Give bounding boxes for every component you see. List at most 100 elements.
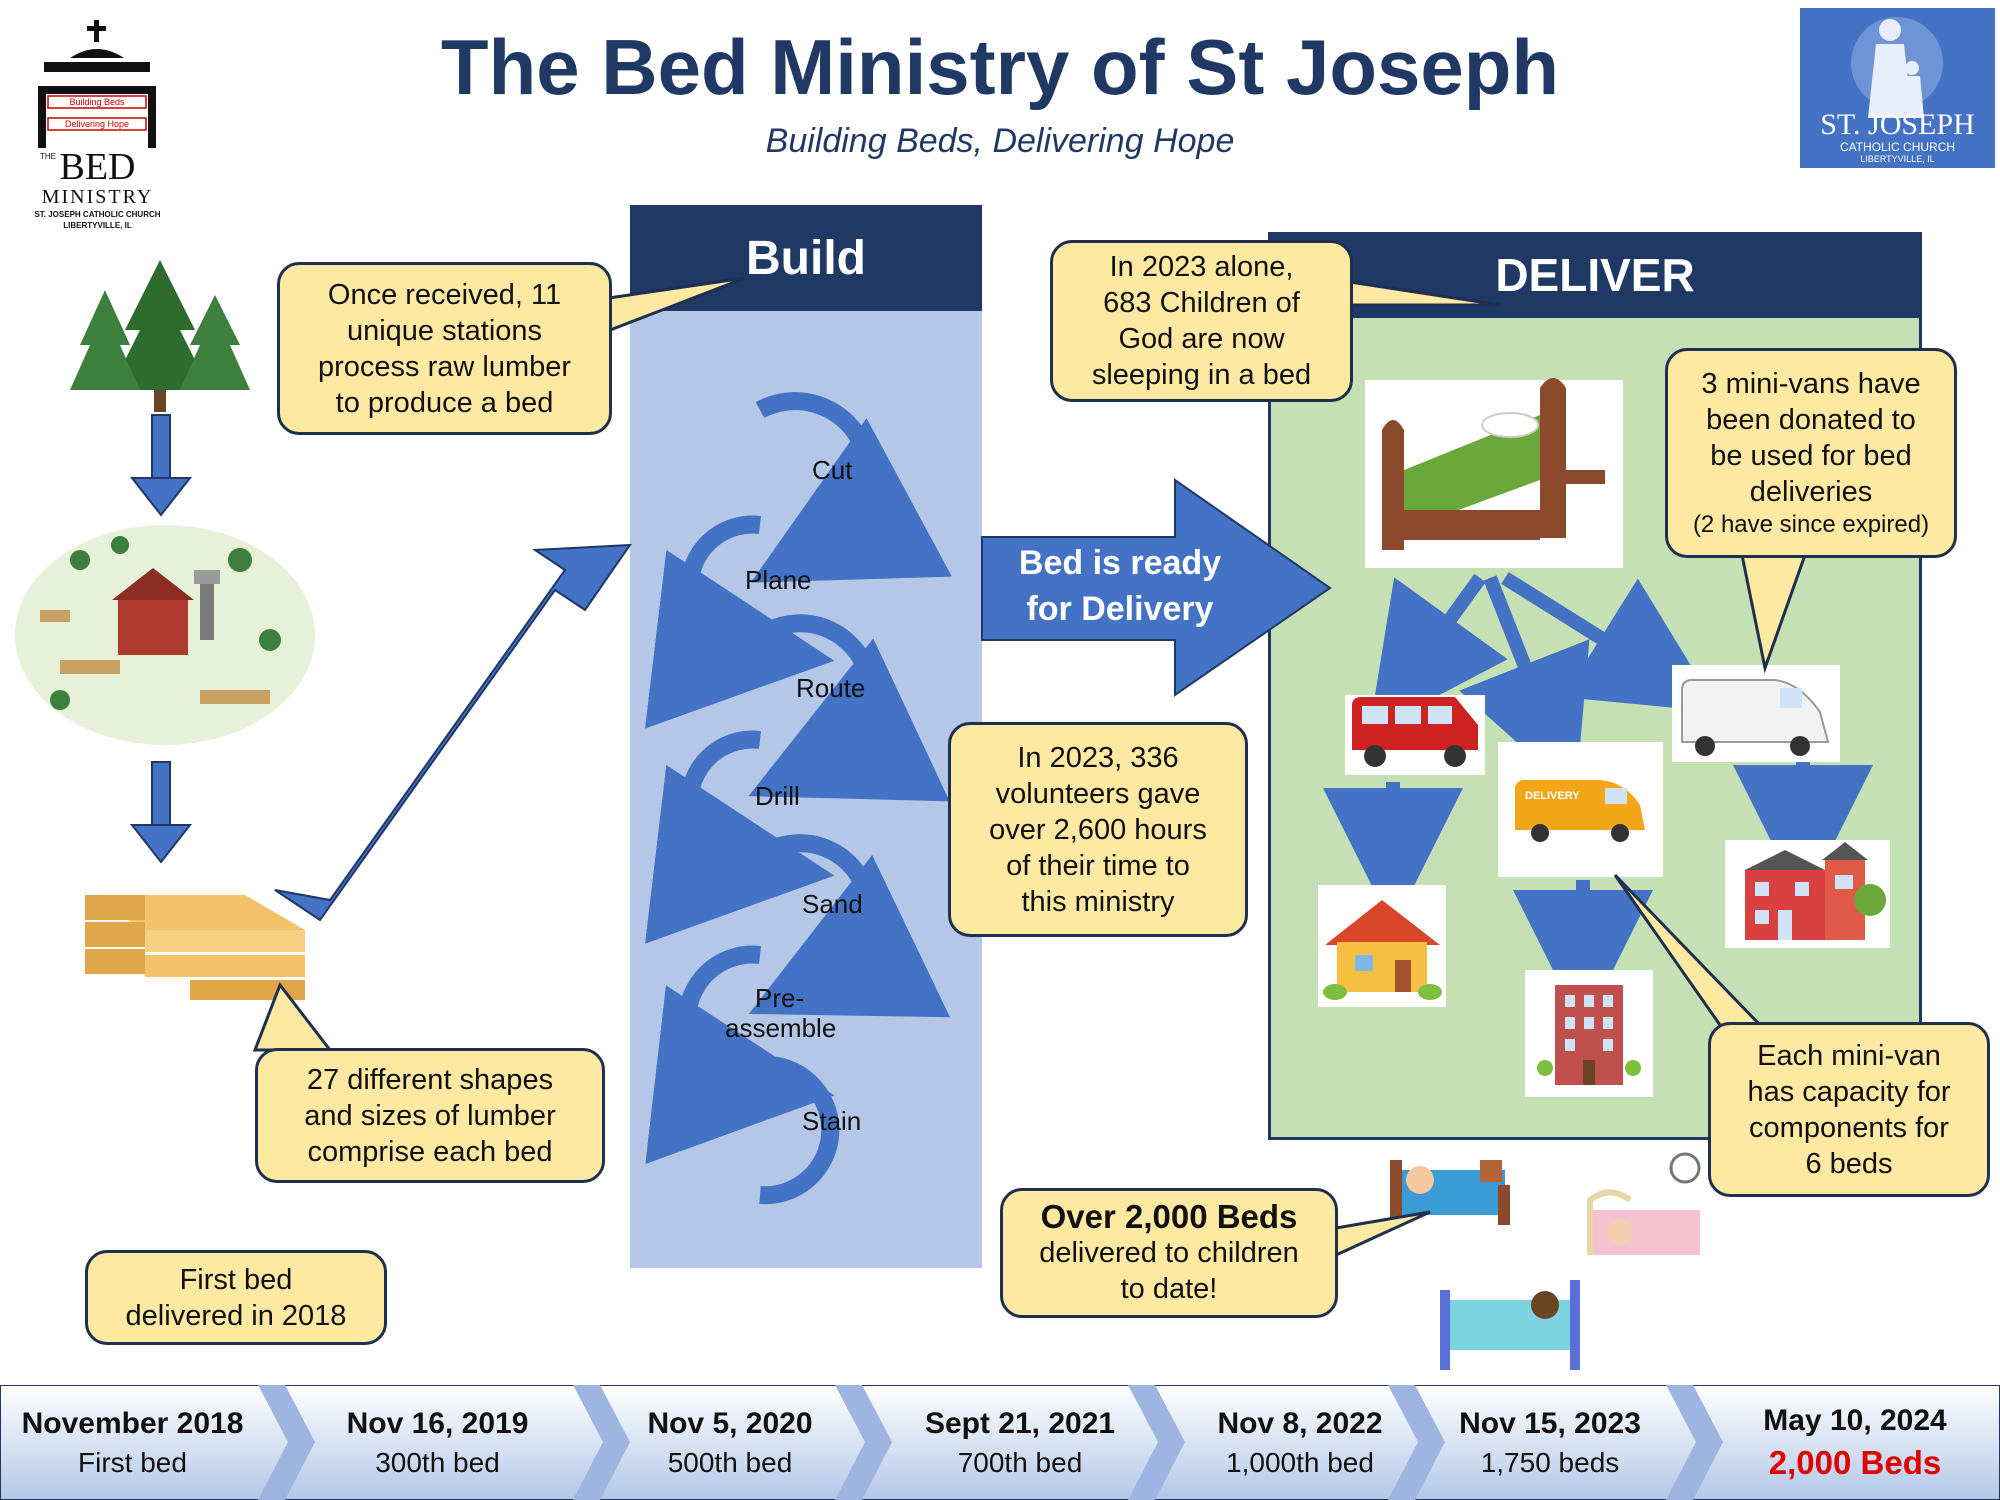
step-pre-assemble-2: assemble (725, 1013, 837, 1043)
timeline-item-2022: Nov 8, 2022 1,000th bed (1170, 1385, 1430, 1500)
timeline-date: November 2018 (21, 1406, 244, 1440)
logo-bed: BED (59, 146, 136, 188)
shapes-line-1: 27 different shapes (306, 1063, 554, 1096)
children-line-3: God are now (1118, 323, 1285, 355)
timeline-label: 1,000th bed (1226, 1446, 1374, 1478)
bed-ready-line-1: Bed is ready (1018, 544, 1222, 582)
volunteers-line-5: this ministry (1021, 885, 1175, 918)
down-arrow-mill-to-lumber (129, 761, 193, 864)
step-drill: Drill (755, 781, 800, 811)
st-joseph-figure-icon (1851, 17, 1943, 118)
volunteers-callout: In 2023, 336 volunteers gave over 2,600 … (948, 722, 1248, 937)
capacity-line-3: components for (1749, 1111, 1949, 1144)
volunteers-line-4: of their time to (1006, 849, 1190, 882)
stations-callout: Once received, 11 unique stations proces… (277, 262, 612, 435)
bed-ministry-logo: Building Beds Delivering Hope THE BED MI… (30, 18, 165, 238)
volunteers-line-3: over 2,600 hours (989, 813, 1207, 846)
pine-trees-icon (70, 260, 250, 412)
lumber-mill-icon (15, 525, 315, 745)
lumber-shapes-callout: 27 different shapes and sizes of lumber … (255, 1048, 605, 1183)
timeline-item-2019: Nov 16, 2019 300th bed (305, 1385, 570, 1500)
timeline-label: First bed (78, 1446, 187, 1478)
sleeping-baby-icon (1587, 1152, 1701, 1255)
logo-place: LIBERTYVILLE, IL (63, 221, 132, 230)
capacity-line-1: Each mini-van (1757, 1039, 1941, 1072)
red-van-icon (1345, 695, 1485, 775)
volunteers-line-2: volunteers gave (995, 777, 1201, 810)
page-subtitle: Building Beds, Delivering Hope (765, 122, 1235, 160)
sleeping-child-blue-bed-icon (1390, 1160, 1510, 1225)
timeline-date: May 10, 2024 (1763, 1403, 1947, 1437)
over-2000-callout: Over 2,000 Beds delivered to children to… (1000, 1188, 1338, 1318)
delivery-van-icon (1498, 742, 1663, 877)
bed-to-vehicle-arrows (1323, 572, 1873, 1030)
timeline-item-2018: November 2018 First bed (0, 1385, 265, 1500)
children-callout: In 2023 alone, 683 Children of God are n… (1050, 240, 1353, 402)
st-joseph-place: LIBERTYVILLE, IL (1860, 154, 1935, 164)
step-stain: Stain (802, 1106, 862, 1136)
timeline-item-2020: Nov 5, 2020 500th bed (610, 1385, 850, 1500)
capacity-callout: Each mini-van has capacity for component… (1708, 1022, 1990, 1197)
logo-church: ST. JOSEPH CATHOLIC CHURCH (34, 210, 161, 219)
minivans-line-1: 3 mini-vans have (1701, 368, 1921, 400)
children-line-2: 683 Children of (1103, 287, 1300, 319)
delivery-to-st-joes-arrow (274, 543, 632, 922)
bed-ready-label: Bed is ready for Delivery (985, 540, 1255, 632)
stations-line-3: process raw lumber (317, 350, 572, 383)
st-joseph-name: ST. JOSEPH (1820, 108, 1975, 141)
logo-the: THE (40, 152, 56, 161)
logo-line-1: Building Beds (69, 97, 125, 107)
step-route: Route (796, 673, 866, 703)
timeline-date: Nov 16, 2019 (346, 1406, 529, 1440)
apartment-building-icon (1525, 970, 1653, 1097)
capacity-line-4: 6 beds (1805, 1147, 1893, 1180)
timeline-date: Nov 8, 2022 (1217, 1406, 1383, 1440)
first-bed-line-1: First bed (179, 1263, 293, 1296)
timeline-item-2023: Nov 15, 2023 1,750 beds (1430, 1385, 1670, 1500)
step-cut: Cut (812, 455, 853, 485)
st-joseph-church: CATHOLIC CHURCH (1839, 140, 1956, 154)
house-icon (1318, 885, 1446, 1007)
white-van-icon (1672, 665, 1840, 762)
over-2000-line-1: Over 2,000 Beds (1040, 1198, 1298, 1235)
over-2000-line-2: delivered to children (1039, 1237, 1299, 1269)
stations-line-4: to produce a bed (335, 386, 554, 419)
lumber-stack-icon (85, 895, 305, 1000)
over-2000-line-3: to date! (1120, 1273, 1218, 1305)
volunteers-line-1: In 2023, 336 (1017, 741, 1179, 774)
bed-ready-arrow (981, 478, 1332, 697)
capacity-line-2: has capacity for (1747, 1075, 1951, 1108)
timeline-label: 1,750 beds (1480, 1446, 1620, 1478)
shapes-line-2: and sizes of lumber (304, 1099, 556, 1132)
build-header: Build (630, 205, 982, 311)
minivans-callout: 3 mini-vans have been donated to be used… (1665, 348, 1957, 558)
step-sand: Sand (802, 889, 863, 919)
timeline-item-2021: Sept 21, 2021 700th bed (880, 1385, 1160, 1500)
minivans-line-3: be used for bed (1710, 440, 1912, 472)
timeline-chevrons (0, 1385, 2000, 1500)
timeline-date: Nov 15, 2023 (1459, 1406, 1641, 1440)
shapes-line-3: comprise each bed (307, 1135, 553, 1168)
minivans-line-5: (2 have since expired) (1692, 511, 1930, 538)
van-delivery-text: DELIVERY (1525, 790, 1580, 802)
timeline-label-highlight: 2,000 Beds (1768, 1443, 1942, 1481)
logo-line-2: Delivering Hope (64, 119, 130, 129)
bed-icon (1365, 378, 1623, 568)
st-joseph-logo: ST. JOSEPH CATHOLIC CHURCH LIBERTYVILLE,… (1800, 8, 1995, 168)
timeline-date: Nov 5, 2020 (647, 1406, 813, 1440)
page-title: The Bed Ministry of St Joseph (440, 23, 1560, 111)
timeline-label: 300th bed (375, 1446, 500, 1478)
timeline-date: Sept 21, 2021 (924, 1406, 1116, 1440)
timeline-label: 500th bed (667, 1446, 793, 1478)
minivans-line-4: deliveries (1749, 476, 1873, 508)
sleeping-child-teal-bed-icon (1440, 1280, 1580, 1370)
first-bed-callout: First bed delivered in 2018 (85, 1250, 387, 1345)
build-cycle-arrows (644, 392, 952, 1205)
minivans-line-2: been donated to (1706, 404, 1916, 436)
first-bed-line-2: delivered in 2018 (125, 1299, 347, 1332)
children-line-1: In 2023 alone, (1109, 251, 1294, 283)
bed-ready-line-2: for Delivery (1026, 590, 1214, 628)
logo-ministry: MINISTRY (41, 186, 154, 208)
stations-line-1: Once received, 11 (327, 278, 562, 311)
